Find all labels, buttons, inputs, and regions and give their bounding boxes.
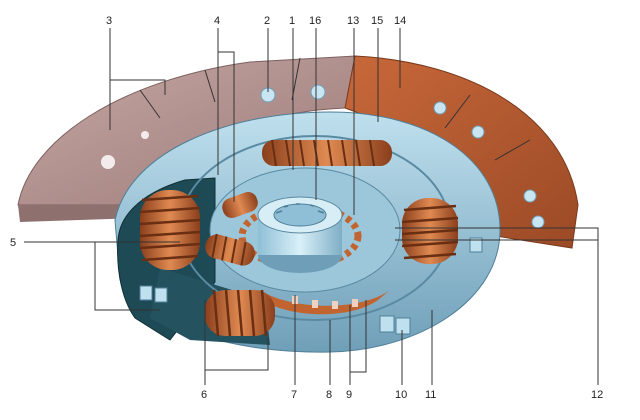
callout-15: 15 — [371, 15, 383, 27]
lining-groove — [444, 94, 471, 129]
lining-groove — [139, 89, 161, 119]
lining-groove — [204, 69, 216, 103]
splined-hub — [257, 196, 343, 273]
callout-12: 12 — [591, 389, 603, 401]
rivet — [523, 189, 537, 203]
spring-bottom — [205, 289, 275, 337]
damper-springs — [139, 139, 459, 337]
rivet-hole — [101, 155, 115, 169]
leader-lines — [24, 28, 599, 385]
spring-right — [401, 198, 459, 264]
slot — [332, 301, 338, 309]
callout-3: 3 — [106, 15, 112, 27]
rivet-hole — [141, 131, 149, 139]
callout-1: 1 — [289, 15, 295, 27]
friction-ring — [260, 290, 390, 315]
hub-friction-ring — [238, 202, 362, 270]
callout-13: 13 — [347, 15, 359, 27]
callout-7: 7 — [291, 389, 297, 401]
callout-2: 2 — [264, 15, 270, 27]
callout-6: 6 — [201, 389, 207, 401]
rivet — [310, 84, 326, 100]
slot — [352, 299, 358, 307]
rivet — [471, 125, 485, 139]
stop-pin — [395, 317, 411, 335]
callout-labels: 3 4 2 1 16 13 15 14 5 6 7 8 9 10 11 12 — [10, 15, 603, 401]
callout-11: 11 — [425, 389, 436, 401]
spring-left-large — [139, 190, 201, 270]
callout-14: 14 — [394, 15, 406, 27]
callout-9: 9 — [346, 389, 352, 401]
callout-5: 5 — [10, 237, 16, 249]
callout-8: 8 — [326, 389, 332, 401]
rivet — [433, 101, 447, 115]
lining-groove — [494, 139, 531, 161]
spring-small-upper — [222, 191, 258, 219]
callout-16: 16 — [309, 15, 321, 27]
stop-pin — [139, 285, 153, 301]
stop-pin — [379, 315, 395, 333]
slot — [312, 300, 318, 308]
stop-pin — [154, 287, 168, 303]
spring-small-mid — [205, 233, 255, 266]
spring-top — [262, 139, 392, 167]
stop-pins — [139, 237, 483, 335]
callout-4: 4 — [214, 15, 220, 27]
rivet — [531, 215, 545, 229]
stop-pin — [469, 237, 483, 253]
callout-10: 10 — [395, 389, 407, 401]
